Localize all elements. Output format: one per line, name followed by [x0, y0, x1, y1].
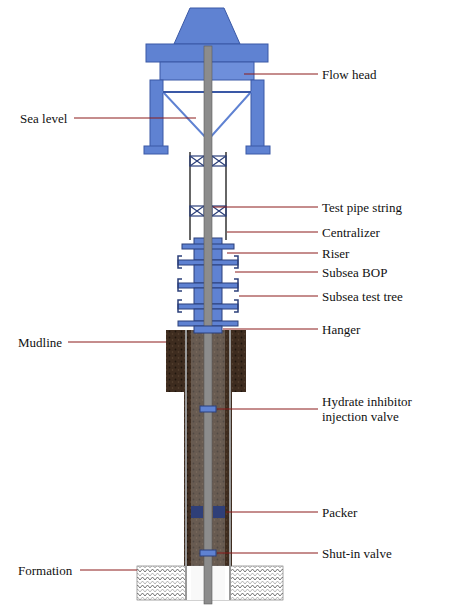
part-label: Riser [322, 246, 349, 261]
part-label: Flow head [322, 67, 377, 82]
part-label: Packer [322, 505, 357, 520]
part-label: Hanger [322, 322, 360, 337]
part-label: Subsea test tree [322, 289, 403, 304]
part-label: Centralizer [322, 225, 380, 240]
part-label: Mudline [18, 335, 62, 350]
part-label: Formation [18, 563, 72, 578]
part-label: Subsea BOP [322, 265, 387, 280]
part-label: Test pipe string [322, 200, 402, 215]
part-label: Sea level [20, 111, 67, 126]
part-label: Hydrate inhibitor injection valve [322, 394, 452, 424]
part-label: Shut-in valve [322, 546, 392, 561]
